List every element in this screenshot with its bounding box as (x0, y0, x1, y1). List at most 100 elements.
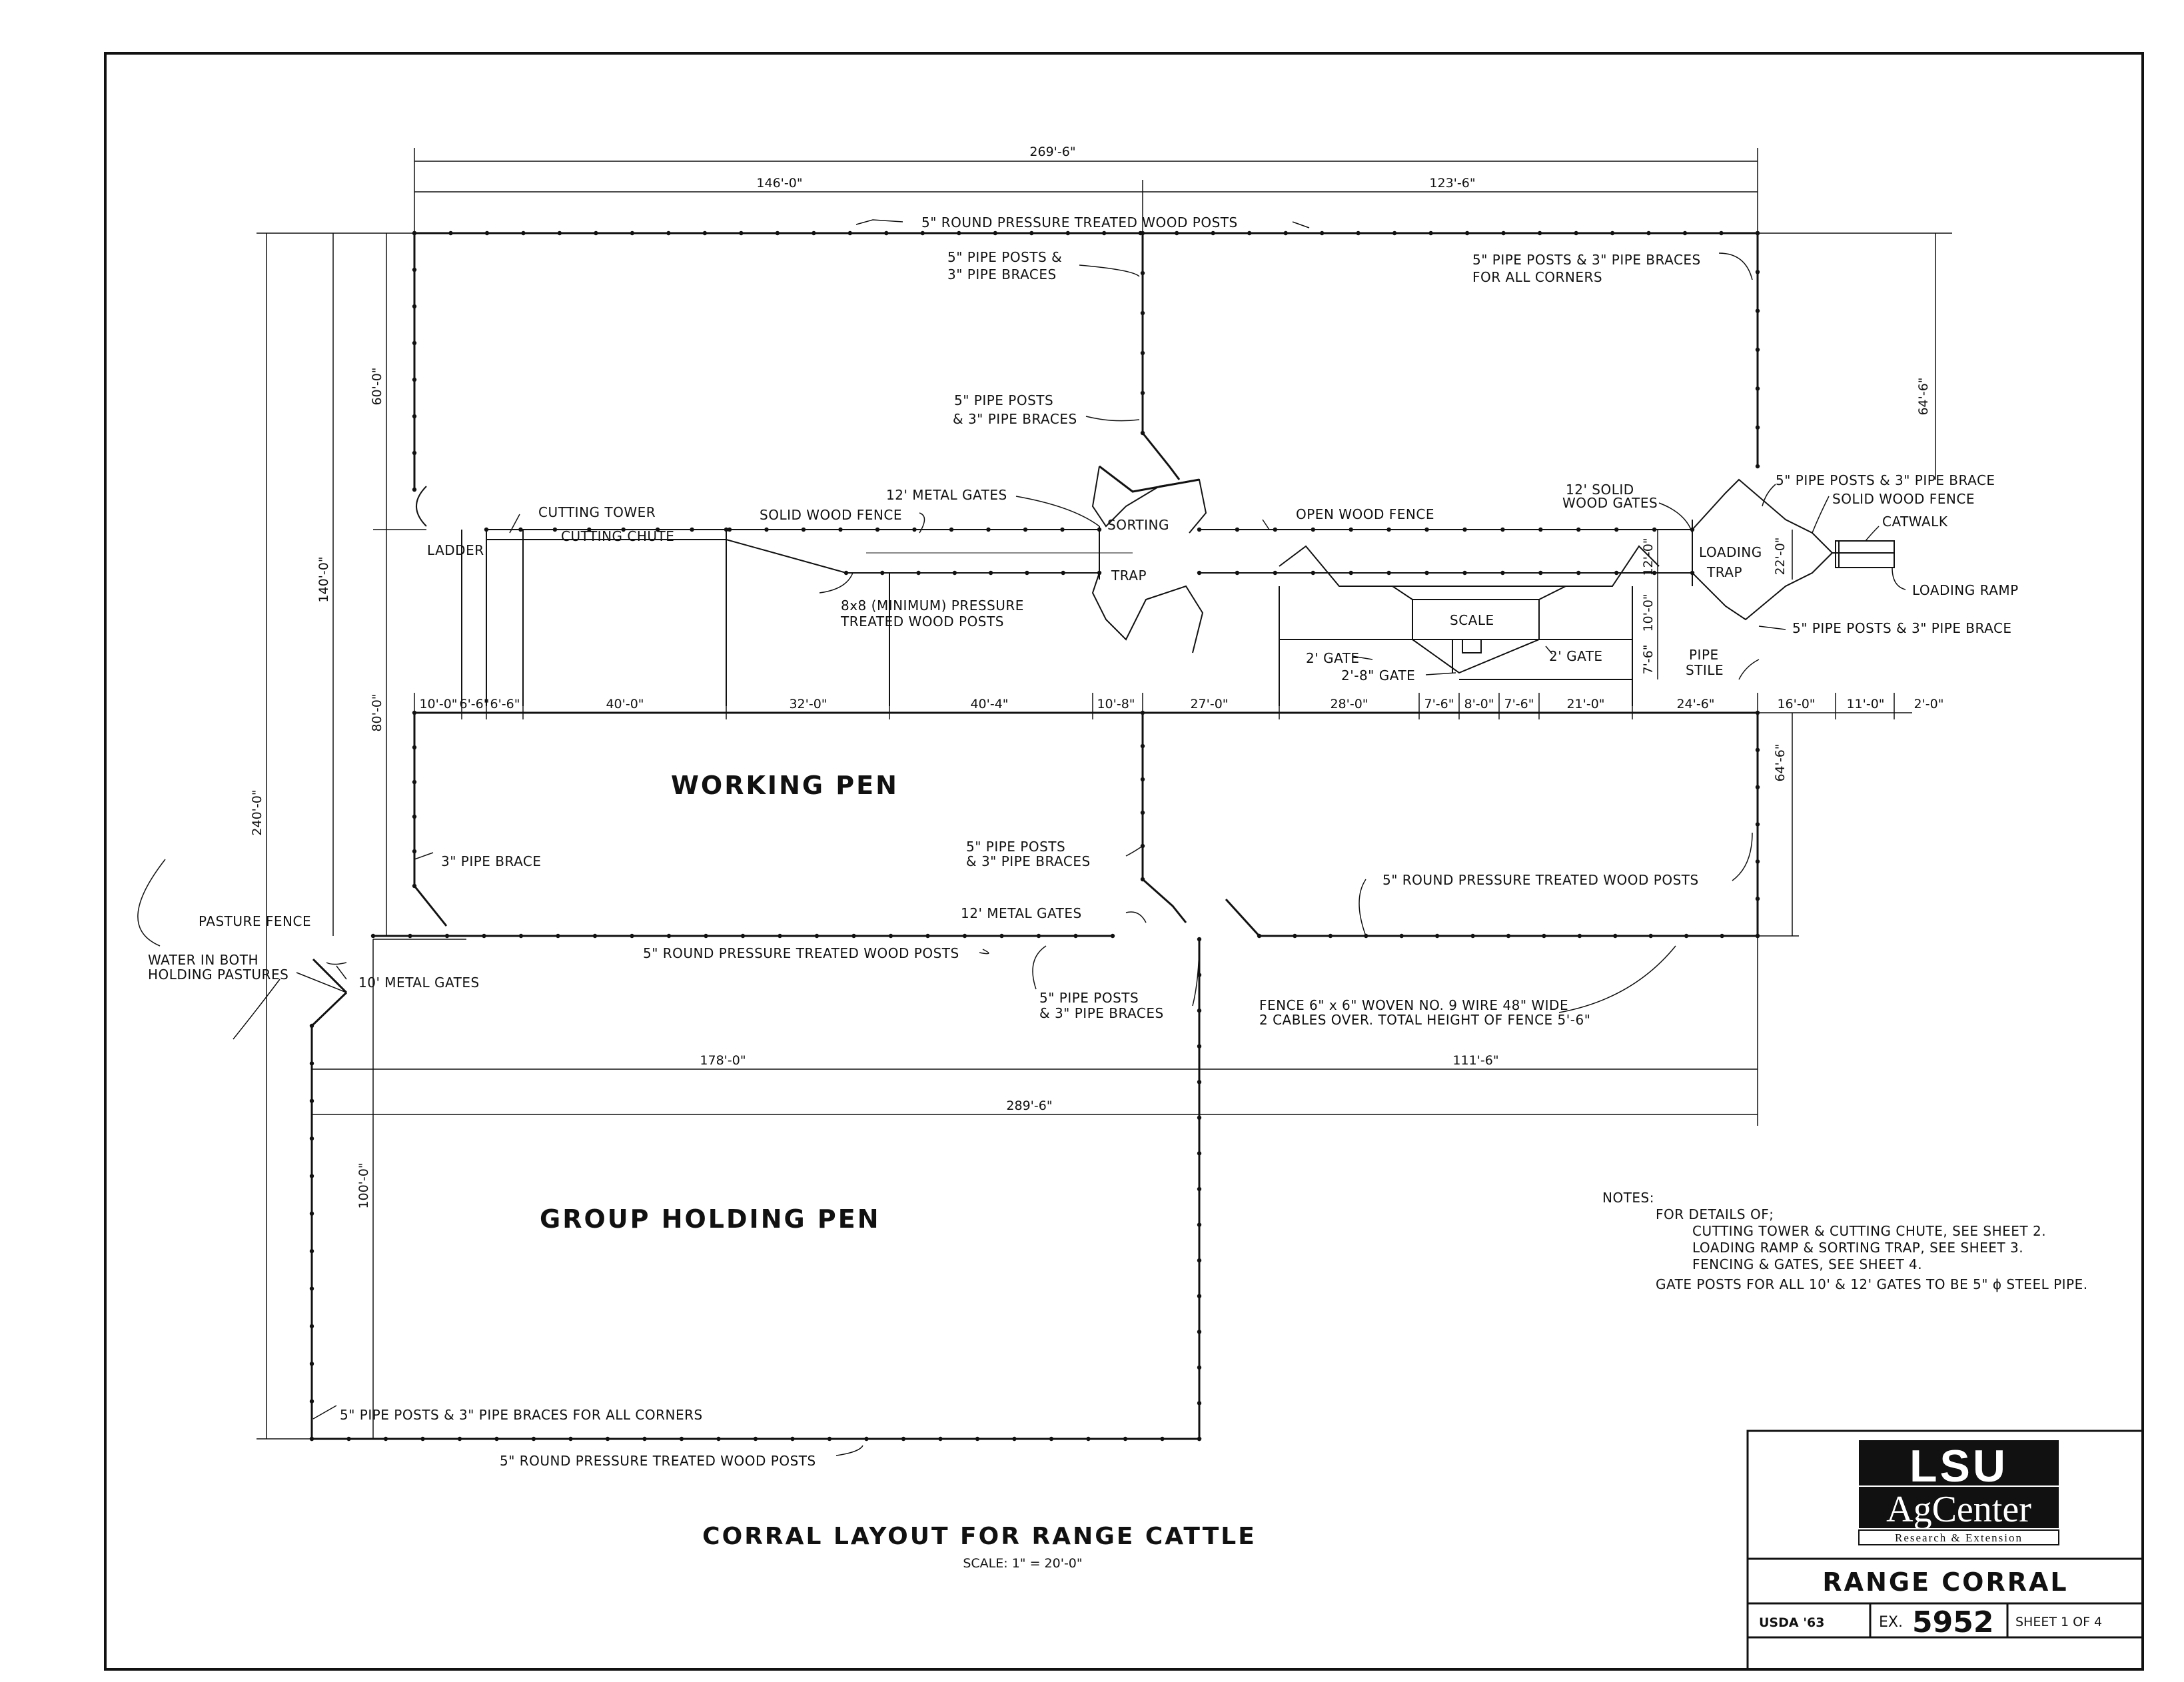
fence-post (1140, 877, 1145, 882)
fence-post (1140, 390, 1145, 396)
fence-post (1197, 527, 1202, 532)
fence-post (1613, 933, 1618, 939)
label-solid-wood-fence: SOLID WOOD FENCE (760, 507, 902, 523)
fence-post (1574, 230, 1578, 236)
drawing-scale: SCALE: 1" = 20'-0" (963, 1556, 1082, 1571)
row-dim: 7'-6" (1504, 697, 1534, 711)
dim-left-240: 240'-0" (250, 789, 265, 835)
fence-post (1273, 570, 1278, 576)
label-round-posts-mid: 5" ROUND PRESSURE TREATED WOOD POSTS (643, 945, 959, 961)
fence-post (556, 933, 560, 939)
fence-post (753, 1436, 758, 1442)
dim-group-total: 289'-6" (1006, 1098, 1052, 1113)
fence-post (901, 1436, 906, 1442)
fence-post (1311, 570, 1316, 576)
fence-post (552, 527, 558, 532)
fence-post (1386, 570, 1391, 576)
row-dim: 2'-0" (1914, 697, 1944, 711)
top-dimensions (414, 148, 1758, 233)
fence-post (309, 1286, 314, 1291)
fence-post (1719, 230, 1724, 236)
fence-post (679, 1436, 684, 1442)
fence-post (957, 230, 961, 236)
label-scale: SCALE (1450, 612, 1494, 628)
fence-post (1197, 1436, 1202, 1442)
fence-post (412, 849, 417, 854)
fence-post (420, 1436, 425, 1442)
fence-post (988, 570, 993, 576)
fence-post (1086, 1436, 1091, 1442)
row-dim: 21'-0" (1566, 697, 1604, 711)
fence-post (790, 1436, 795, 1442)
fence-post (1197, 1044, 1202, 1049)
notes-line: CUTTING TOWER & CUTTING CHUTE, SEE SHEET… (1692, 1223, 2046, 1239)
fence-post (1197, 1115, 1202, 1120)
fence-post (1049, 1436, 1054, 1442)
fence-post (1073, 933, 1078, 939)
fence-post (484, 230, 490, 236)
dim-right-upper: 64'-6" (1916, 377, 1931, 415)
row-dim: 27'-0" (1190, 697, 1228, 711)
fence-post (864, 1436, 869, 1442)
label-fence-spec-1: FENCE 6" x 6" WOVEN NO. 9 WIRE 48" WIDE (1259, 997, 1568, 1013)
fence-post (1211, 230, 1215, 236)
fence-post (412, 710, 417, 715)
fence-post (1197, 1186, 1202, 1192)
label-fence-spec-2: 2 CABLES OVER. TOTAL HEIGHT OF FENCE 5'-… (1259, 1012, 1590, 1028)
fence-post (1328, 933, 1333, 939)
fence-post (1023, 527, 1028, 532)
fence-post (1197, 1222, 1202, 1227)
fence-post (1140, 430, 1145, 436)
label-wood-posts-2: TREATED WOOD POSTS (840, 614, 1004, 630)
sheet-border (104, 52, 2144, 1671)
logo-top: LSU (1910, 1441, 2008, 1491)
fence-post (801, 527, 806, 532)
fence-post (920, 230, 925, 236)
fence-post (666, 933, 672, 939)
fence-post (309, 1399, 314, 1404)
fence-post (1140, 230, 1145, 236)
label-pipe-posts-corners-2: FOR ALL CORNERS (1472, 269, 1602, 285)
dim-v-10: 10'-0" (1641, 594, 1656, 631)
dim-left-60: 60'-0" (370, 367, 384, 405)
fence-post (412, 779, 417, 785)
fence-post (912, 527, 917, 532)
fence-post (1755, 386, 1760, 391)
fence-post (1140, 777, 1145, 782)
label-water-2: HOLDING PASTURES (148, 967, 288, 983)
fence-post (952, 570, 957, 576)
fence-post (1273, 527, 1278, 532)
fence-post (1197, 1258, 1202, 1263)
fence-post (1755, 308, 1760, 313)
label-brace-right-top: 5" PIPE POSTS & 3" PIPE BRACE (1776, 472, 1995, 488)
label-round-posts-right: 5" ROUND PRESSURE TREATED WOOD POSTS (1382, 872, 1699, 888)
label-cutting-tower: CUTTING TOWER (538, 504, 656, 520)
fence-post (412, 487, 417, 492)
label-pipe-posts-low-2: & 3" PIPE BRACES (1039, 1005, 1164, 1021)
fence-post (1097, 570, 1102, 576)
label-wood-posts-1: 8x8 (MINIMUM) PRESSURE (841, 598, 1024, 614)
fence-post (309, 1023, 314, 1029)
title-block-ex-number: 5952 (1912, 1605, 1993, 1639)
fence-post (764, 527, 769, 532)
label-pipe-posts-work-2: & 3" PIPE BRACES (966, 853, 1091, 869)
logo-sub: Research & Extension (1895, 1531, 2023, 1544)
fence-post (888, 933, 893, 939)
scale-area (1279, 545, 1660, 706)
fence-post (1320, 230, 1325, 236)
fence-post (412, 414, 417, 419)
row-dim: 40'-4" (970, 697, 1008, 711)
label-pipe-brace-3: 3" PIPE BRACE (441, 853, 542, 869)
fence-post (1197, 1365, 1202, 1370)
fence-post (1755, 710, 1760, 715)
dim-left-140: 140'-0" (316, 556, 331, 602)
notes-heading: NOTES: (1602, 1190, 1654, 1206)
label-open-wood-fence: OPEN WOOD FENCE (1296, 506, 1434, 522)
label-pipe-posts-work-1: 5" PIPE POSTS (966, 839, 1065, 855)
fence-post (1648, 933, 1653, 939)
fence-post (1311, 527, 1316, 532)
dim-top-left: 146'-0" (756, 176, 802, 191)
fence-post (1755, 425, 1760, 430)
sorting-trap (1091, 466, 1207, 653)
